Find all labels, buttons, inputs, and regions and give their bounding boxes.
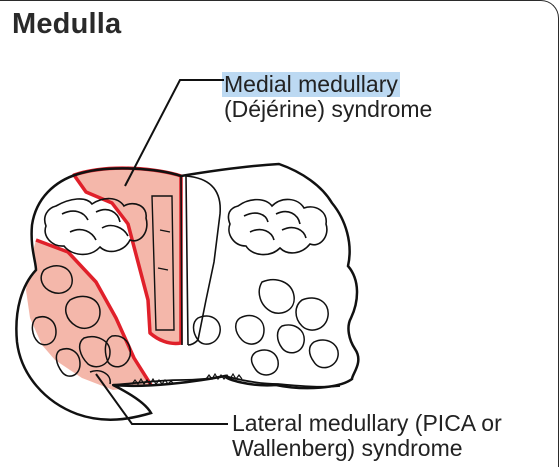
- medulla-outline: [15, 162, 360, 421]
- lateral-syndrome-label-line1: Lateral medullary (PICA or: [232, 410, 502, 436]
- midline-raphe: [180, 175, 189, 346]
- right-lateral-nuclei: [192, 278, 339, 376]
- right-inferior-olive: [227, 198, 328, 256]
- lateral-syndrome-leader: [95, 373, 228, 425]
- medial-syndrome-label-line2: (Déjérine) syndrome: [224, 96, 433, 122]
- lateral-lesion-region: [26, 240, 151, 390]
- right-medial-lemniscus: [185, 175, 221, 346]
- left-medial-lemniscus: [151, 195, 175, 331]
- medial-syndrome-leader: [124, 79, 224, 187]
- fourth-ventricle-ependyma: [131, 372, 243, 386]
- left-lateral-nuclei: [31, 265, 132, 385]
- left-inferior-olive: [43, 197, 148, 256]
- lateral-syndrome-label-line2: Wallenberg) syndrome: [232, 435, 463, 461]
- page-title: Medulla: [12, 8, 122, 40]
- medial-syndrome-label-line1: Medial medullary: [222, 71, 400, 97]
- lateral-lesion-border: [35, 238, 153, 386]
